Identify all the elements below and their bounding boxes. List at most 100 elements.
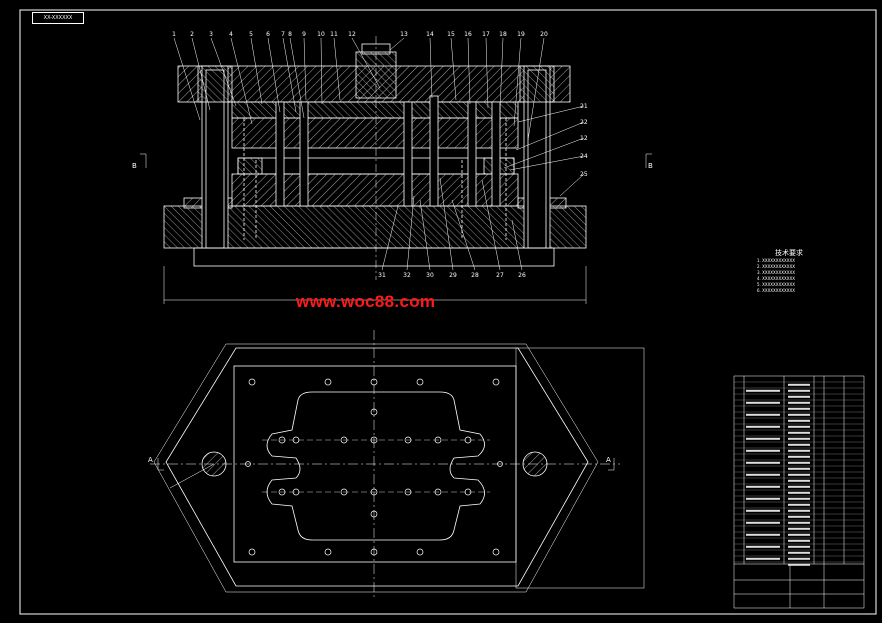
tech-requirement-item: 2. XXXXXXXXXXXX [757, 264, 795, 269]
bom-text-blur [788, 401, 810, 404]
bom-table [733, 375, 865, 609]
drawing-corner-label: XX-XXXXXX [32, 12, 84, 24]
bom-text-blur [788, 413, 810, 416]
bom-text-blur [788, 443, 810, 446]
callout-number: 31 [378, 272, 386, 279]
callout-number: 17 [482, 31, 490, 38]
bom-text-blur [746, 557, 780, 560]
bom-text-blur [788, 479, 810, 482]
bom-text-blur [746, 437, 780, 440]
callout-number: 27 [496, 272, 504, 279]
tech-requirement-item: 4. XXXXXXXXXXXX [757, 276, 795, 281]
callout-number: 29 [449, 272, 457, 279]
bom-text-blur [746, 449, 780, 452]
tech-requirements-list: 1. XXXXXXXXXXXX 2. XXXXXXXXXXXX 3. XXXXX… [757, 258, 795, 294]
callout-number: 28 [471, 272, 479, 279]
bom-text-blur [788, 383, 810, 386]
bom-text-blur [788, 467, 810, 470]
callout-number: 15 [447, 31, 455, 38]
callout-number: 16 [464, 31, 472, 38]
bom-text-blur [788, 455, 810, 458]
callout-number: 6 [266, 31, 270, 38]
section-mark-a-right: A [606, 456, 611, 464]
bom-text-blur [788, 431, 810, 434]
callout-number: 11 [330, 31, 338, 38]
callout-number: 32 [403, 272, 411, 279]
leader-lines [140, 37, 652, 471]
bom-text-blur [788, 425, 810, 428]
bom-text-blur [746, 545, 780, 548]
bom-text-blur [788, 395, 810, 398]
callout-number: 26 [518, 272, 526, 279]
front-section-view [163, 36, 587, 304]
section-mark-a-left: A [148, 456, 153, 464]
callout-number: 20 [540, 31, 548, 38]
callout-number: 5 [249, 31, 253, 38]
bom-text-blur [788, 491, 810, 494]
bom-text-blur [788, 515, 810, 518]
callout-number: 2 [190, 31, 194, 38]
watermark-text: www.woc88.com [296, 292, 436, 311]
section-mark-b-right: B [648, 162, 653, 170]
bom-text-blur [746, 401, 780, 404]
bom-text-blur [788, 557, 810, 560]
tech-requirement-item: 6. XXXXXXXXXXXX [757, 288, 795, 293]
bom-text-blur [788, 503, 810, 506]
callout-number: 12 [580, 135, 588, 142]
bom-text-blur [788, 389, 810, 392]
screw-holes [245, 378, 503, 556]
bom-text-blur [746, 521, 780, 524]
bom-text-blur [746, 497, 780, 500]
callout-number: 14 [426, 31, 434, 38]
bom-text-blur [746, 461, 780, 464]
callout-number: 4 [229, 31, 233, 38]
bom-text-blur [788, 563, 810, 566]
callout-number: 7 [281, 31, 285, 38]
callout-number: 19 [517, 31, 525, 38]
bom-text-placeholders [746, 383, 810, 566]
callout-number: 24 [580, 153, 588, 160]
callout-number: 30 [426, 272, 434, 279]
bom-text-blur [746, 389, 780, 392]
tech-requirement-item: 1. XXXXXXXXXXXX [757, 258, 795, 263]
bom-text-blur [788, 485, 810, 488]
bom-text-blur [788, 545, 810, 548]
callout-number: 12 [348, 31, 356, 38]
callout-number: 21 [580, 103, 588, 110]
bom-text-blur [788, 419, 810, 422]
callout-number: 8 [288, 31, 292, 38]
bom-text-blur [788, 497, 810, 500]
bom-text-blur [788, 449, 810, 452]
bom-text-blur [788, 437, 810, 440]
bom-text-blur [746, 485, 780, 488]
callout-number: 13 [400, 31, 408, 38]
plan-view [150, 330, 645, 600]
callout-number: 10 [317, 31, 325, 38]
bom-text-blur [746, 425, 780, 428]
bom-text-blur [788, 527, 810, 530]
callout-number: 1 [172, 31, 176, 38]
tech-requirement-item: 5. XXXXXXXXXXXX [757, 282, 795, 287]
tech-requirement-item: 3. XXXXXXXXXXXX [757, 270, 795, 275]
tech-requirements-title: 技术要求 [775, 249, 803, 257]
bom-text-blur [788, 533, 810, 536]
bom-text-blur [746, 473, 780, 476]
bom-rows [734, 381, 864, 563]
callout-number: 25 [580, 171, 588, 178]
bom-text-blur [788, 539, 810, 542]
bom-text-blur [788, 521, 810, 524]
bom-text-blur [788, 509, 810, 512]
bom-text-blur [746, 413, 780, 416]
bom-text-blur [746, 533, 780, 536]
callout-number: 22 [580, 119, 588, 126]
bom-text-blur [746, 509, 780, 512]
callout-number: 3 [209, 31, 213, 38]
drawing-frame [19, 9, 877, 615]
bom-text-blur [788, 461, 810, 464]
callout-number: 9 [302, 31, 306, 38]
bom-text-blur [788, 407, 810, 410]
section-mark-b-left: B [132, 162, 137, 170]
bom-text-blur [788, 551, 810, 554]
